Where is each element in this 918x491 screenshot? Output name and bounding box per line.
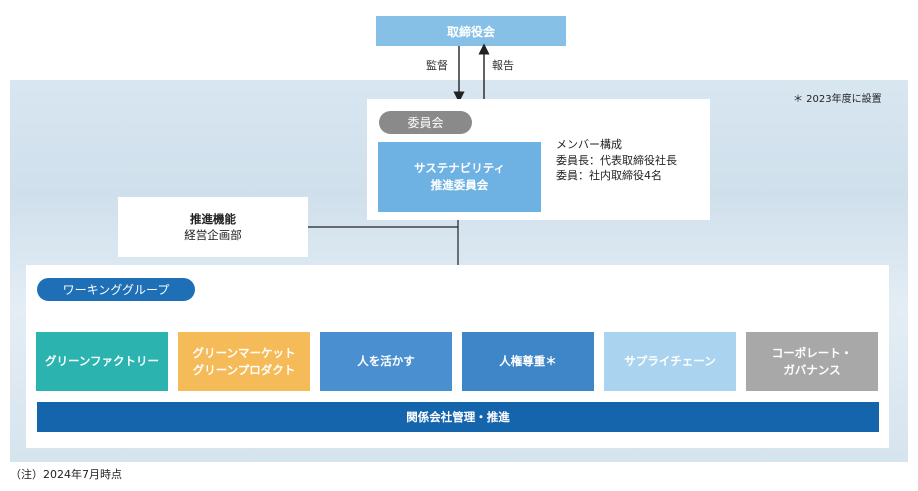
established-note: ＊ 2023年度に設置 [793, 94, 882, 105]
board-label: 取締役会 [446, 24, 495, 39]
wg-label-line1: コーポレート・ [771, 345, 853, 360]
affiliates-bar: 関係会社管理・推進 [37, 402, 879, 432]
supervision-label: 監督 [426, 59, 448, 72]
promotion-dept: 経営企画部 [184, 228, 242, 242]
wg-label-line1: グリーンファクトリー [44, 354, 160, 369]
committee-pill-label: 委員会 [407, 116, 444, 130]
committee-members: メンバー構成 委員長：代表取締役社長 委員：社内取締役4名 [556, 137, 677, 184]
wg-label-line1: 人権尊重＊ [499, 354, 557, 369]
wg-label-line1: 人を活かす [357, 354, 415, 369]
working-group-pill: ワーキンググループ [37, 278, 195, 301]
wg-box-green-factory: グリーンファクトリー [36, 332, 168, 391]
affiliates-label: 関係会社管理・推進 [406, 410, 510, 424]
wg-box-people: 人を活かす [320, 332, 452, 391]
committee-name-line1: サステナビリティ [413, 161, 506, 176]
wg-label-line2: グリーンプロダクト [192, 362, 296, 377]
working-group-pill-label: ワーキンググループ [62, 283, 170, 297]
footnote: （注）2024年7月時点 [10, 468, 122, 481]
wg-label-line1: サプライチェーン [624, 354, 716, 369]
wg-label-line2: ガバナンス [783, 362, 841, 377]
wg-label-line1: グリーンマーケット [192, 345, 296, 360]
wg-box-green-market: グリーンマーケット グリーンプロダクト [178, 332, 310, 391]
committee-name-line2: 推進委員会 [430, 178, 489, 192]
board-of-directors-box: 取締役会 [376, 16, 566, 46]
members-heading: メンバー構成 [556, 138, 622, 151]
wg-box-human-rights: 人権尊重＊ [462, 332, 594, 391]
promotion-function-box: 推進機能 経営企画部 [118, 197, 308, 257]
members-chair: 委員長：代表取締役社長 [556, 153, 677, 167]
sustainability-committee-box: サステナビリティ 推進委員会 [378, 142, 541, 212]
report-label: 報告 [492, 59, 514, 72]
members-list: 委員：社内取締役4名 [556, 169, 662, 183]
wg-box-supply-chain: サプライチェーン [604, 332, 736, 391]
wg-box-governance: コーポレート・ ガバナンス [746, 332, 878, 391]
promotion-title: 推進機能 [190, 211, 236, 226]
committee-pill: 委員会 [379, 111, 472, 134]
